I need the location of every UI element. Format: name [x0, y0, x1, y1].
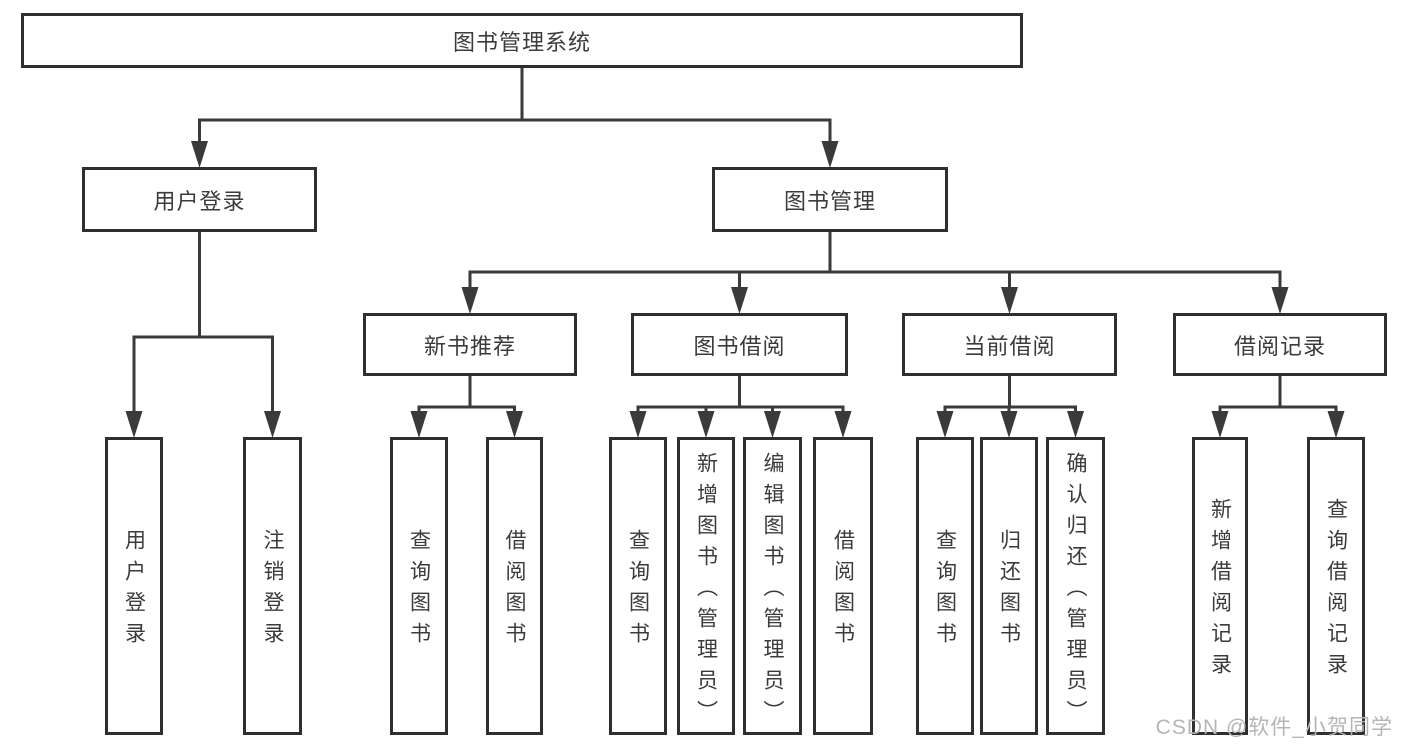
arrowhead-leaf-query-book-1: [410, 411, 428, 438]
node-label: 查询图书: [626, 529, 650, 653]
node-label: 借阅记录: [1233, 333, 1326, 359]
arrowhead-book-borrow: [731, 287, 748, 314]
node-label: 查询借阅记录: [1324, 498, 1348, 684]
node-label: 归还图书: [997, 529, 1021, 653]
node-label: 查询图书: [407, 529, 431, 653]
node-label: 编辑图书（管理员）: [761, 451, 784, 731]
node-leaf-query-record: 查询借阅记录: [1307, 437, 1365, 735]
arrowhead-leaf-query-book-2: [629, 411, 647, 438]
arrowhead-leaf-borrow-book-1: [506, 411, 523, 438]
node-label: 用户登录: [122, 529, 146, 653]
node-leaf-confirm-ret: 确认归还（管理员）: [1046, 437, 1105, 735]
node-new-book-rec: 新书推荐: [363, 313, 577, 376]
node-label: 新增借阅记录: [1208, 498, 1232, 684]
node-leaf-logout: 注销登录: [243, 437, 302, 735]
watermark: CSDN @软件_小贺同学: [1155, 716, 1393, 739]
node-book-borrow: 图书借阅: [631, 313, 848, 376]
node-label: 借阅图书: [831, 529, 855, 653]
node-leaf-user-login: 用户登录: [105, 437, 163, 735]
arrowhead-leaf-query-book-3: [936, 411, 954, 438]
arrowhead-leaf-add-book: [697, 411, 715, 438]
arrowhead-leaf-return-book: [1000, 411, 1018, 438]
node-leaf-borrow-book-2: 借阅图书: [813, 437, 873, 735]
node-leaf-return-book: 归还图书: [980, 437, 1038, 735]
node-leaf-edit-book: 编辑图书（管理员）: [743, 437, 802, 735]
arrowhead-leaf-logout: [264, 411, 281, 438]
node-user-login: 用户登录: [82, 167, 317, 232]
node-label: 注销登录: [261, 529, 284, 653]
node-label: 当前借阅: [963, 333, 1056, 359]
node-label: 新增图书（管理员）: [694, 451, 718, 731]
node-label: 图书管理系统: [452, 29, 591, 55]
node-current-borrow: 当前借阅: [902, 313, 1117, 376]
node-label: 新书推荐: [423, 333, 516, 359]
arrowhead-leaf-edit-book: [764, 411, 781, 438]
node-label: 用户登录: [153, 188, 246, 214]
node-leaf-add-book: 新增图书（管理员）: [677, 437, 735, 735]
arrowhead-current-borrow: [1001, 287, 1018, 314]
node-leaf-query-book-3: 查询图书: [916, 437, 974, 735]
node-leaf-borrow-book-1: 借阅图书: [486, 437, 543, 735]
arrowhead-leaf-borrow-book-2: [834, 411, 852, 438]
node-label: 图书管理: [783, 188, 876, 214]
node-root: 图书管理系统: [21, 13, 1023, 68]
arrowhead-new-book-rec: [461, 287, 479, 314]
node-leaf-query-book-2: 查询图书: [609, 437, 667, 735]
node-label: 图书借阅: [693, 333, 786, 359]
node-label: 确认归还（管理员）: [1064, 451, 1087, 731]
arrowhead-leaf-query-record: [1327, 411, 1345, 438]
node-leaf-add-record: 新增借阅记录: [1192, 437, 1248, 735]
arrowhead-leaf-confirm-ret: [1067, 411, 1084, 438]
arrowhead-book-mgmt: [821, 141, 839, 168]
node-label: 借阅图书: [503, 529, 526, 653]
node-label: 查询图书: [933, 529, 957, 653]
arrowhead-borrow-records: [1271, 287, 1289, 314]
arrowhead-leaf-add-record: [1211, 411, 1229, 438]
node-leaf-query-book-1: 查询图书: [390, 437, 448, 735]
arrowhead-leaf-user-login: [125, 411, 143, 438]
node-book-mgmt: 图书管理: [712, 167, 948, 232]
arrowhead-user-login: [191, 141, 208, 168]
node-borrow-records: 借阅记录: [1173, 313, 1387, 376]
